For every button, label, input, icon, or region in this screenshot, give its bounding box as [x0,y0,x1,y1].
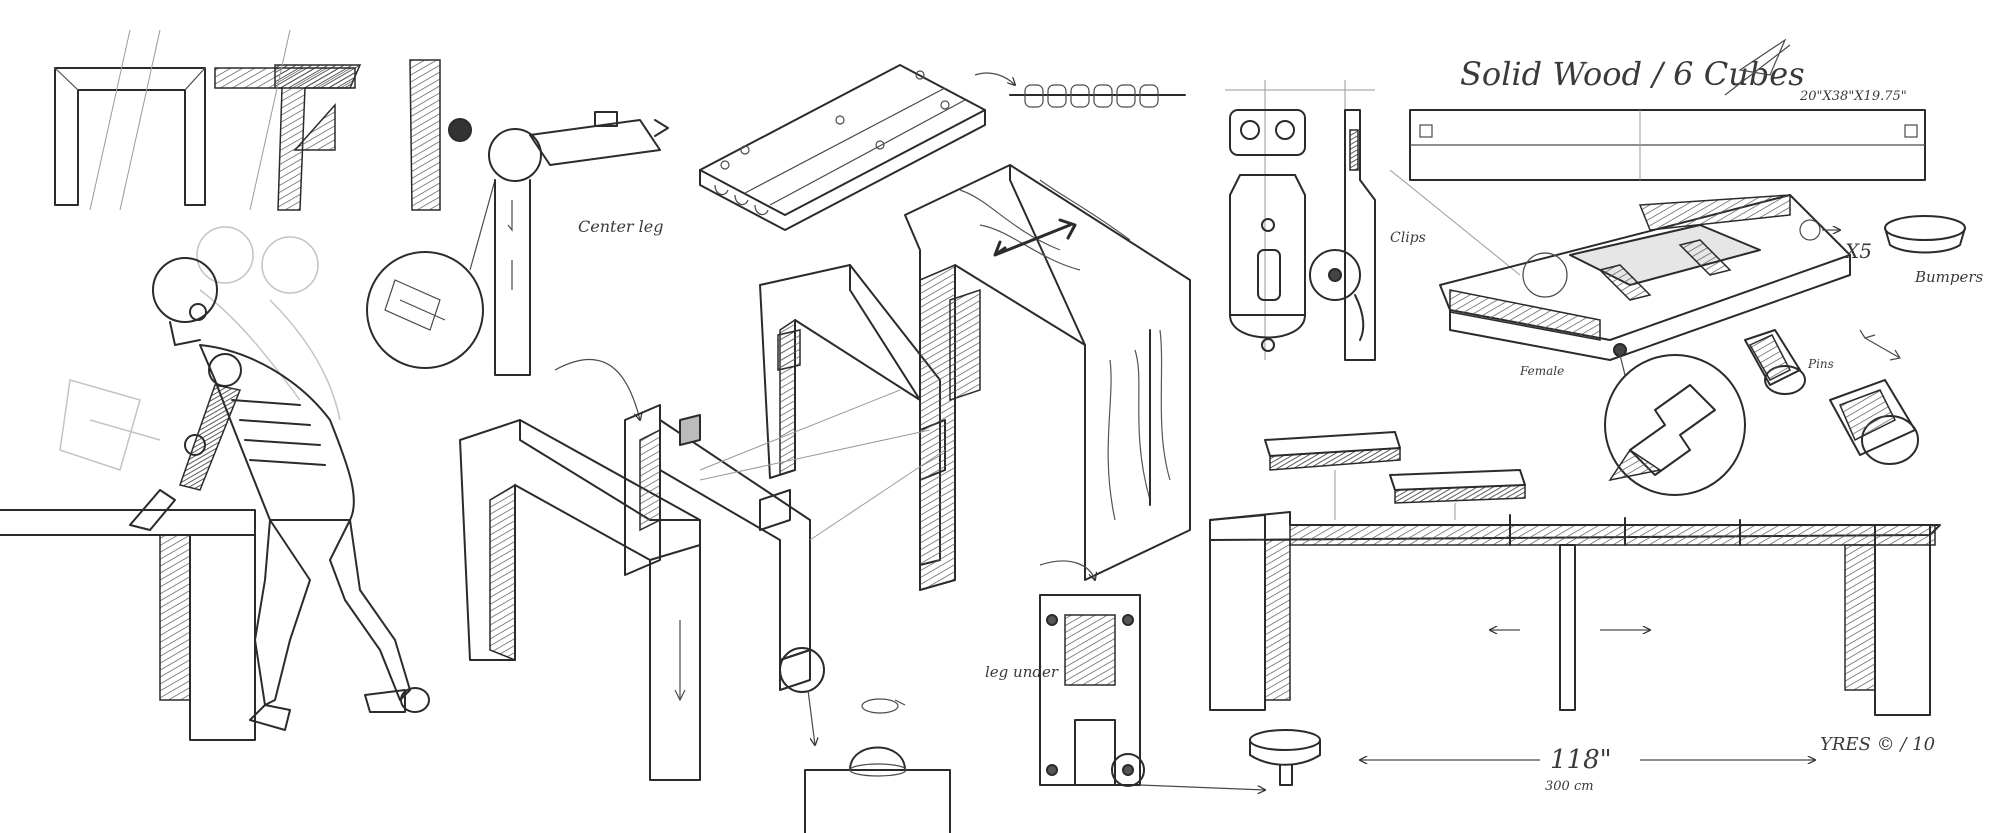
female-label: Female [1519,364,1564,378]
sheet-title: Solid Wood / 6 Cubes [1460,55,1805,93]
exploded-table-sketch [459,64,1191,781]
bumpers-label: Bumpers [1914,268,1984,286]
center-leg-detail: Center leg [366,111,669,420]
leg-under-detail: leg under [985,560,1265,790]
bumper-and-pins: Bumpers Pins [1744,215,1984,465]
pins-label: Pins [1807,357,1834,371]
clips-label: Clips [1390,230,1426,246]
length-cm-label: 300 cm [1545,779,1594,794]
clips-detail: Clips [1225,80,1521,361]
human-figure-sketch [0,226,430,741]
tray-female-detail: X5 Female [1439,194,1872,496]
times-five-label: X5 [1843,239,1872,263]
center-leg-label: Center leg [578,217,663,236]
signature: YRES © / 10 [1820,734,1935,755]
folding-sequence-sketch [54,29,472,211]
dimensions-note: 20"X38"X19.75" [1799,89,1907,104]
extended-table-sketch: 118" 300 cm YRES © / 10 [1209,431,1941,794]
length-inches-label: 118" [1550,745,1612,775]
leg-under-label: leg under [985,663,1059,681]
bumper-detail-block [804,698,951,833]
title-block: Solid Wood / 6 Cubes 20"X38"X19.75" [1409,38,1926,181]
